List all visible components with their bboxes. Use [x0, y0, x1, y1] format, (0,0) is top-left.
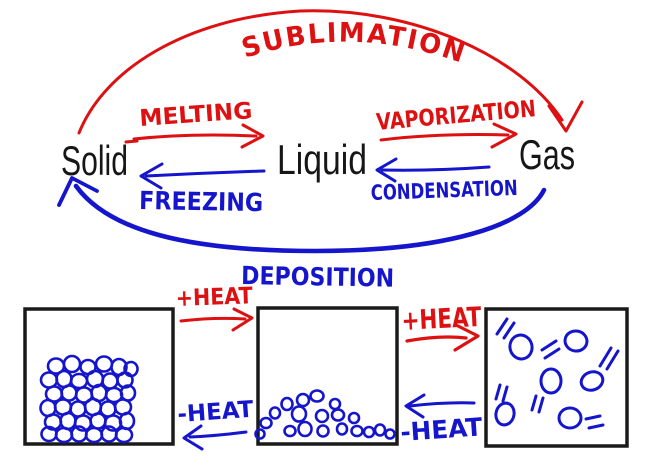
motion-mark — [495, 317, 509, 336]
melting-label: MELTING — [139, 98, 254, 132]
remove-heat-right-arrow — [404, 393, 476, 419]
condensation-label: CONDENSATION — [370, 176, 518, 205]
solid-particles — [39, 354, 139, 444]
add-heat-left-label: +HEAT — [175, 283, 253, 312]
motion-mark — [502, 321, 516, 340]
motion-mark — [605, 349, 620, 371]
motion-mark — [494, 383, 502, 401]
motion-mark — [530, 394, 538, 412]
add-heat-right-arrow — [405, 323, 480, 352]
particle-boxes — [23, 306, 629, 448]
vaporization-arrow — [379, 122, 518, 149]
motion-mark — [537, 396, 545, 414]
motion-mark — [584, 414, 602, 421]
motion-mark — [598, 346, 613, 368]
deposition-arc-arrow — [57, 176, 547, 254]
state-label-liquid: Liquid — [277, 136, 367, 183]
motion-mark — [543, 347, 561, 360]
motion-mark — [540, 339, 558, 352]
freezing-label: FREEZING — [139, 186, 263, 217]
liquid-particles — [254, 389, 396, 440]
remove-heat-right-label: -HEAT — [399, 412, 483, 447]
motion-mark — [501, 385, 509, 403]
freezing-arrowhead — [139, 162, 164, 190]
add-heat-left-arrow — [179, 307, 254, 332]
add-heat-right-label: +HEAT — [401, 302, 483, 337]
liquid-box — [256, 306, 399, 446]
vaporization-arrowhead — [490, 122, 518, 149]
motion-mark — [587, 423, 605, 430]
solid-box — [23, 307, 175, 446]
state-label-gas: Gas — [519, 131, 575, 178]
melting-arrow — [124, 123, 265, 149]
state-label-solid: Solid — [61, 137, 128, 184]
melting-arrowhead — [240, 123, 265, 149]
sublimation-arrowhead — [547, 100, 584, 133]
remove-heat-left-arrow — [182, 424, 248, 451]
sublimation-arc-arrow — [77, 9, 584, 135]
sublimation-label: SUBLIMATION — [238, 17, 470, 69]
remove-heat-left-label: -HEAT — [177, 397, 255, 428]
gas-particles — [494, 317, 620, 430]
condensation-arrow — [375, 157, 491, 183]
freezing-arrow — [139, 162, 266, 190]
condensation-arrowhead — [375, 157, 398, 183]
deposition-arrowhead — [57, 176, 99, 207]
vaporization-label: VAPORIZATION — [375, 96, 537, 136]
deposition-label: DEPOSITION — [241, 261, 394, 293]
